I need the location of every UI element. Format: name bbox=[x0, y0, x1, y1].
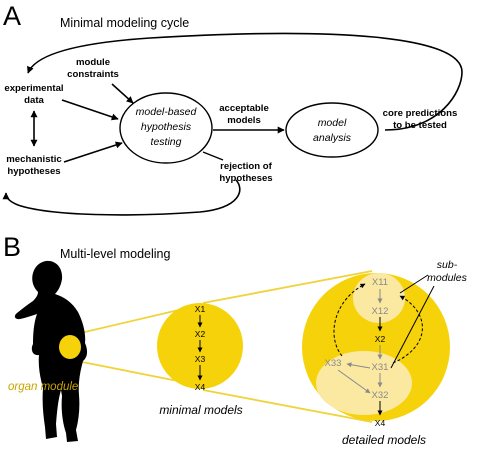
detailed-network: X11 X12 X2 X33 X31 X32 X4 bbox=[325, 277, 423, 428]
minimal-chain: X1 X2 X3 X4 bbox=[195, 304, 206, 392]
acceptable-models-line2: models bbox=[227, 115, 261, 126]
analysis-node-line1: model bbox=[318, 117, 347, 129]
experimental-data-line2: data bbox=[24, 95, 44, 106]
mechanistic-hypotheses-line2: hypotheses bbox=[7, 166, 60, 177]
panel-a: A Minimal modeling cycle module constrai… bbox=[2, 1, 463, 216]
minimal-node: X3 bbox=[195, 354, 206, 364]
hypothesis-testing-node bbox=[119, 92, 213, 164]
analysis-node-line2: analysis bbox=[313, 132, 352, 144]
acceptable-models-line1: acceptable bbox=[219, 103, 269, 114]
bottom-loop-arrow bbox=[2, 179, 241, 216]
submodules-pointer-lower bbox=[390, 285, 435, 369]
detailed-node: X12 bbox=[372, 306, 389, 317]
module-constraints-line1: module bbox=[76, 57, 110, 68]
feedback-left bbox=[333, 283, 366, 357]
core-predictions-line1: core predictions bbox=[383, 108, 458, 119]
link-line-3 bbox=[202, 270, 373, 304]
hypothesis-node-line2: hypothesis bbox=[141, 121, 192, 133]
detailed-node: X32 bbox=[372, 390, 389, 401]
minimal-models-label: minimal models bbox=[159, 403, 242, 417]
submodules-line2: modules bbox=[427, 272, 467, 284]
feedback-right bbox=[392, 295, 423, 364]
detailed-edge bbox=[346, 362, 371, 369]
rejection-line1: rejection of bbox=[220, 161, 273, 172]
panel-a-letter: A bbox=[3, 1, 21, 31]
panel-b-letter: B bbox=[3, 232, 21, 262]
detailed-node: X2 bbox=[375, 334, 386, 344]
minimal-node: X2 bbox=[195, 329, 206, 339]
experimental-data-line1: experimental bbox=[4, 83, 63, 94]
submodules-line1: sub- bbox=[437, 259, 458, 271]
detailed-node: X33 bbox=[325, 358, 342, 369]
organ-module-label: organ module bbox=[8, 381, 78, 393]
submodules-pointer-upper bbox=[399, 274, 429, 294]
top-loop-arrow bbox=[27, 32, 463, 131]
human-silhouette bbox=[14, 260, 88, 442]
link-line-1 bbox=[71, 308, 184, 336]
minimal-node: X1 bbox=[195, 304, 206, 314]
model-analysis-node bbox=[285, 102, 379, 158]
hypothesis-node-line3: testing bbox=[151, 136, 182, 148]
hypotheses-arrow bbox=[63, 141, 123, 163]
submodule-lower bbox=[316, 351, 412, 415]
panel-b-title: Multi-level modeling bbox=[60, 247, 171, 261]
module-constraints-line2: constraints bbox=[67, 69, 119, 80]
detailed-models-label: detailed models bbox=[342, 433, 426, 447]
detailed-node: X31 bbox=[372, 362, 389, 373]
hypothesis-node-line1: model-based bbox=[136, 106, 198, 118]
submodule-upper bbox=[353, 273, 405, 323]
panel-a-title: Minimal modeling cycle bbox=[60, 16, 189, 30]
rejection-line2: hypotheses bbox=[219, 173, 272, 184]
link-line-2 bbox=[71, 359, 184, 383]
detailed-node: X4 bbox=[375, 418, 386, 428]
link-line-4 bbox=[202, 389, 373, 423]
detailed-edge bbox=[337, 369, 371, 394]
mechanistic-hypotheses-line1: mechanistic bbox=[6, 154, 62, 165]
detailed-node: X11 bbox=[372, 277, 388, 288]
data-arrow bbox=[61, 99, 119, 121]
core-predictions-line2: to be tested bbox=[393, 120, 447, 131]
panel-b: B Multi-level modeling organ module X1 X… bbox=[3, 232, 468, 447]
constraints-arrow bbox=[111, 83, 134, 104]
organ-module-shape bbox=[59, 335, 81, 359]
minimal-node: X4 bbox=[195, 382, 206, 392]
rejection-connector bbox=[202, 151, 224, 161]
